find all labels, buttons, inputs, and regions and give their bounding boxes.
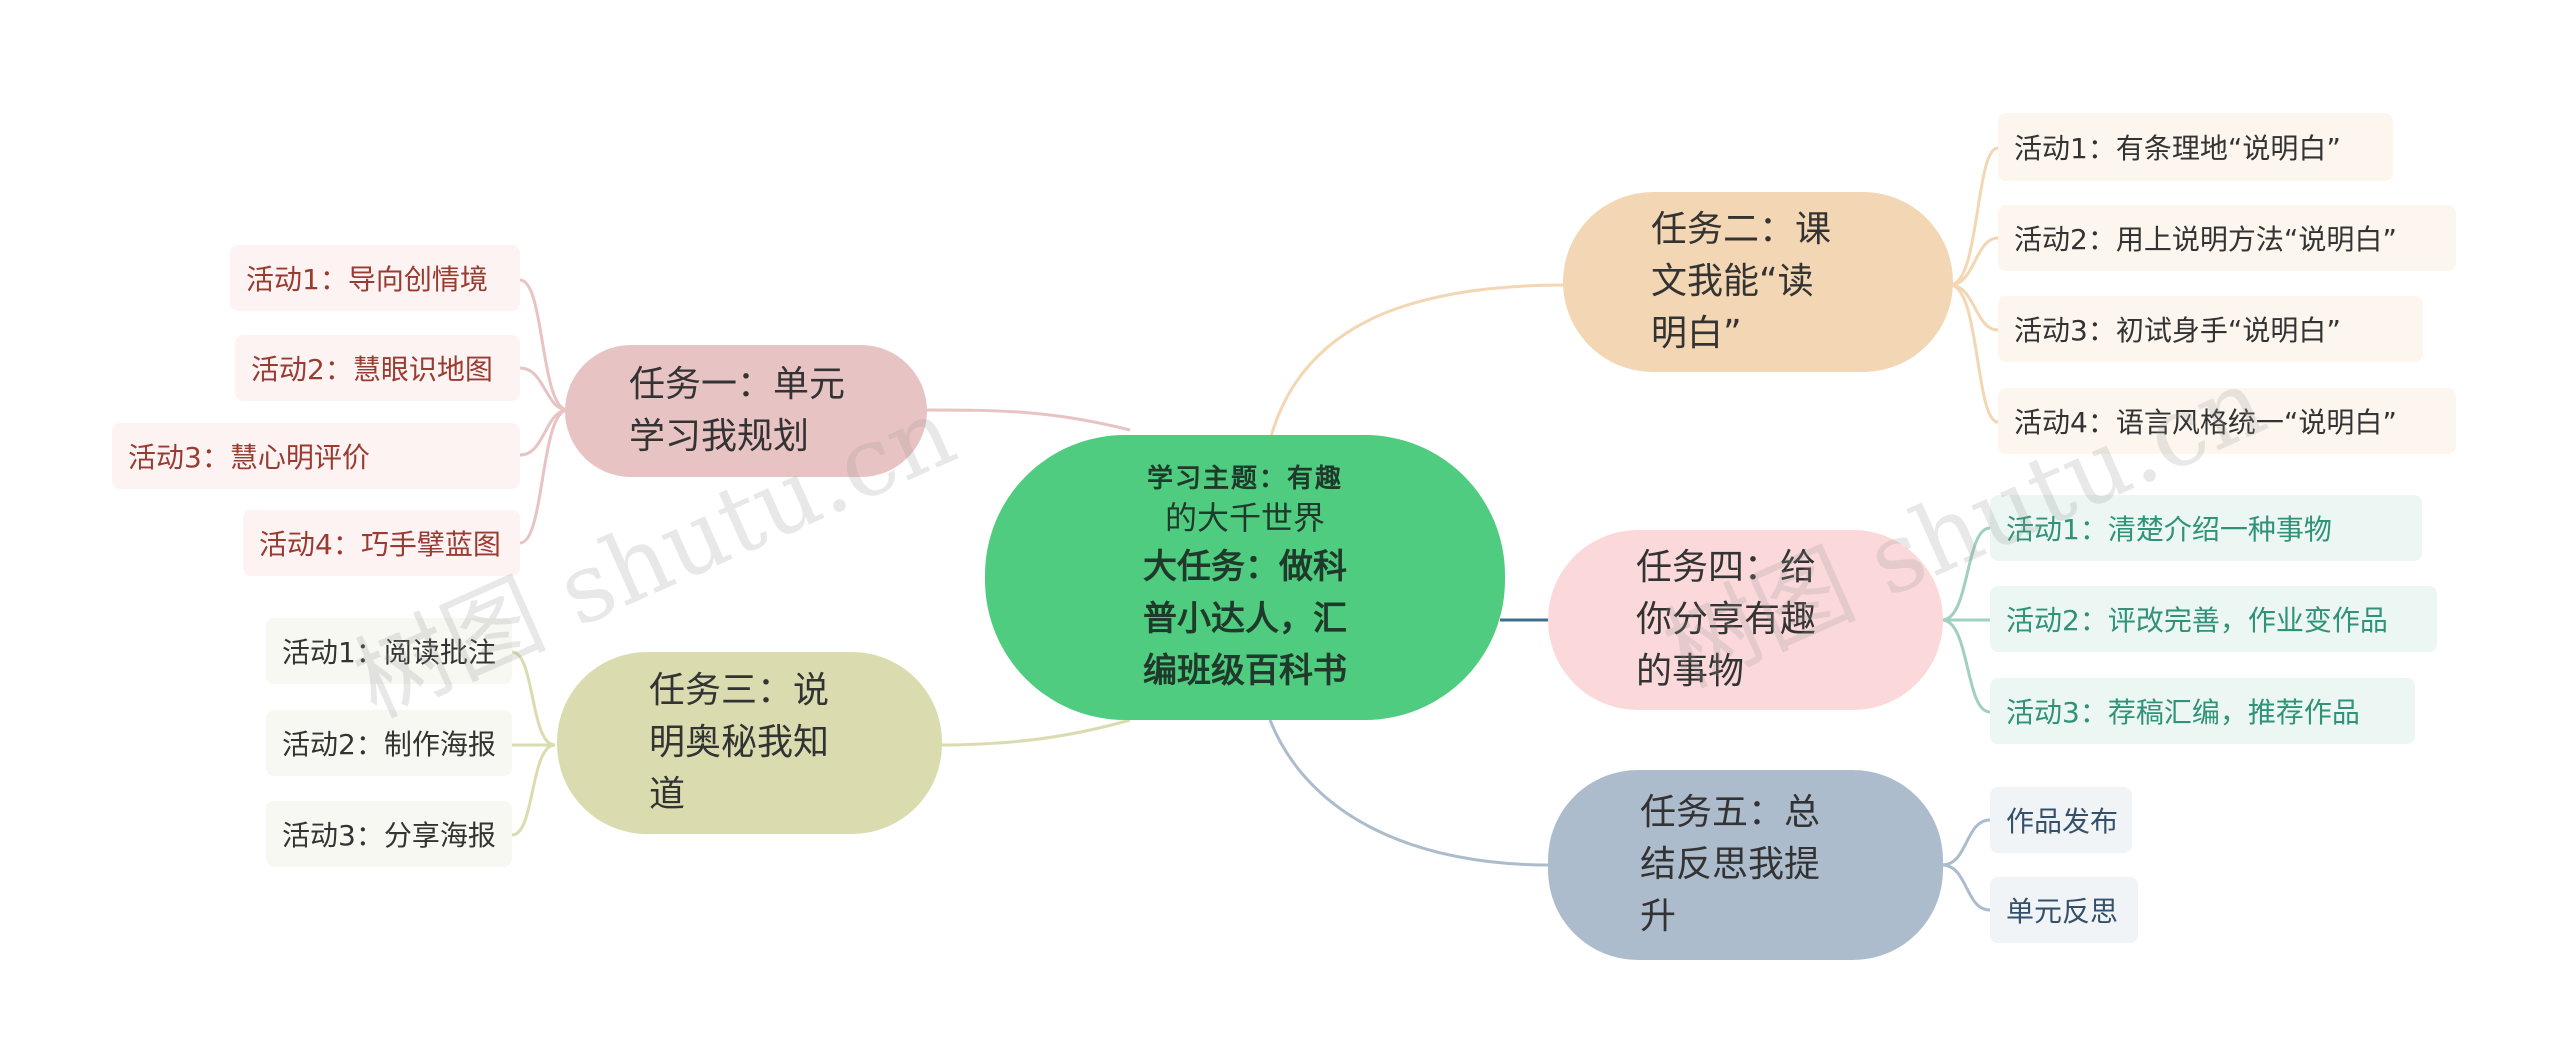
task-3-line1: 任务三：说 (649, 670, 830, 711)
task-5-item-1-label: 作品发布 (2006, 805, 2119, 838)
task-3-activity-1-label: 活动1：阅读批注 (282, 636, 496, 669)
task-1-activity-3-label: 活动3：慧心明评价 (128, 441, 370, 474)
links-task1 (519, 278, 569, 545)
task-5-node[interactable]: 任务五：总 结反思我提 升 (1548, 770, 1943, 960)
task-1-activity-4[interactable]: 活动4：巧手擘蓝图 (243, 510, 520, 576)
links-task3 (511, 650, 556, 837)
central-topic-line5: 编班级百科书 (1143, 651, 1347, 691)
task-3-line3: 道 (649, 774, 686, 815)
task-1-activity-3[interactable]: 活动3：慧心明评价 (112, 423, 520, 489)
task-2-line2: 文我能“读 (1651, 261, 1814, 302)
task-2-line3: 明白” (1651, 313, 1742, 354)
task-5-item-2-label: 单元反思 (2006, 895, 2119, 928)
task-1-line1: 任务一：单元 (629, 364, 846, 405)
task-1-activity-1[interactable]: 活动1：导向创情境 (230, 245, 520, 311)
task-4-activity-3-label: 活动3：荐稿汇编，推荐作品 (2006, 696, 2360, 729)
task-2-node[interactable]: 任务二：课 文我能“读 明白” (1563, 192, 1953, 372)
task-4-activity-3[interactable]: 活动3：荐稿汇编，推荐作品 (1990, 678, 2415, 744)
task-3-line2: 明奥秘我知 (649, 722, 830, 763)
task-1-line2: 学习我规划 (629, 416, 810, 457)
task-1-activity-1-label: 活动1：导向创情境 (246, 263, 488, 296)
task-4-node[interactable]: 任务四：给 你分享有趣 的事物 (1548, 530, 1943, 710)
task-4-line2: 你分享有趣 (1636, 599, 1817, 640)
link-task1 (919, 408, 1131, 432)
task-3-activity-2-label: 活动2：制作海报 (282, 728, 496, 761)
task-5-line3: 升 (1640, 896, 1677, 937)
links-task2 (1949, 146, 1999, 424)
central-topic-line3: 大任务：做科 (1143, 547, 1347, 587)
task-1-activity-4-label: 活动4：巧手擘蓝图 (259, 528, 501, 561)
task-4-activity-1-label: 活动1：清楚介绍一种事物 (2006, 513, 2332, 546)
task-3-activity-3[interactable]: 活动3：分享海报 (266, 801, 512, 867)
central-topic[interactable]: 学习主题：有趣 的大千世界 大任务：做科 普小达人，汇 编班级百科书 (985, 435, 1505, 720)
task-4-line1: 任务四：给 (1636, 547, 1817, 588)
task-2-activity-4[interactable]: 活动4：语言风格统一“说明白” (1998, 388, 2456, 454)
task-2-activity-4-label: 活动4：语言风格统一“说明白” (2014, 406, 2397, 439)
central-topic-line1: 学习主题：有趣 (1146, 464, 1343, 494)
task-4-activity-1[interactable]: 活动1：清楚介绍一种事物 (1990, 495, 2422, 561)
task-3-activity-1[interactable]: 活动1：阅读批注 (266, 618, 512, 684)
central-topic-line4: 普小达人，汇 (1143, 599, 1347, 639)
task-3-activity-2[interactable]: 活动2：制作海报 (266, 710, 512, 776)
task-4-activity-2[interactable]: 活动2：评改完善，作业变作品 (1990, 586, 2437, 652)
link-task3 (934, 718, 1131, 747)
central-topic-line2: 的大千世界 (1164, 499, 1325, 537)
link-task5 (1268, 719, 1549, 867)
links-task5 (1941, 818, 1991, 912)
task-2-activity-3[interactable]: 活动3：初试身手“说明白” (1998, 296, 2423, 362)
task-5-line1: 任务五：总 (1640, 792, 1821, 833)
task-2-activity-1[interactable]: 活动1：有条理地“说明白” (1998, 113, 2393, 181)
task-2-activity-2[interactable]: 活动2：用上说明方法“说明白” (1998, 205, 2456, 271)
task-2-activity-3-label: 活动3：初试身手“说明白” (2014, 314, 2341, 347)
task-1-activity-2-label: 活动2：慧眼识地图 (251, 353, 493, 386)
links-task4 (1941, 526, 1991, 714)
task-5-item-2[interactable]: 单元反思 (1990, 877, 2138, 943)
link-task2 (1268, 283, 1566, 441)
task-4-line3: 的事物 (1636, 651, 1745, 692)
task-2-activity-1-label: 活动1：有条理地“说明白” (2014, 132, 2341, 165)
task-2-activity-2-label: 活动2：用上说明方法“说明白” (2014, 223, 2397, 256)
task-3-activity-3-label: 活动3：分享海报 (282, 819, 496, 852)
task-5-line2: 结反思我提 (1640, 844, 1821, 885)
task-1-activity-2[interactable]: 活动2：慧眼识地图 (235, 335, 520, 401)
task-5-item-1[interactable]: 作品发布 (1990, 787, 2132, 853)
task-3-node[interactable]: 任务三：说 明奥秘我知 道 (557, 652, 942, 834)
task-4-activity-2-label: 活动2：评改完善，作业变作品 (2006, 604, 2388, 637)
task-2-line1: 任务二：课 (1651, 209, 1832, 250)
task-1-node[interactable]: 任务一：单元 学习我规划 (565, 345, 927, 477)
